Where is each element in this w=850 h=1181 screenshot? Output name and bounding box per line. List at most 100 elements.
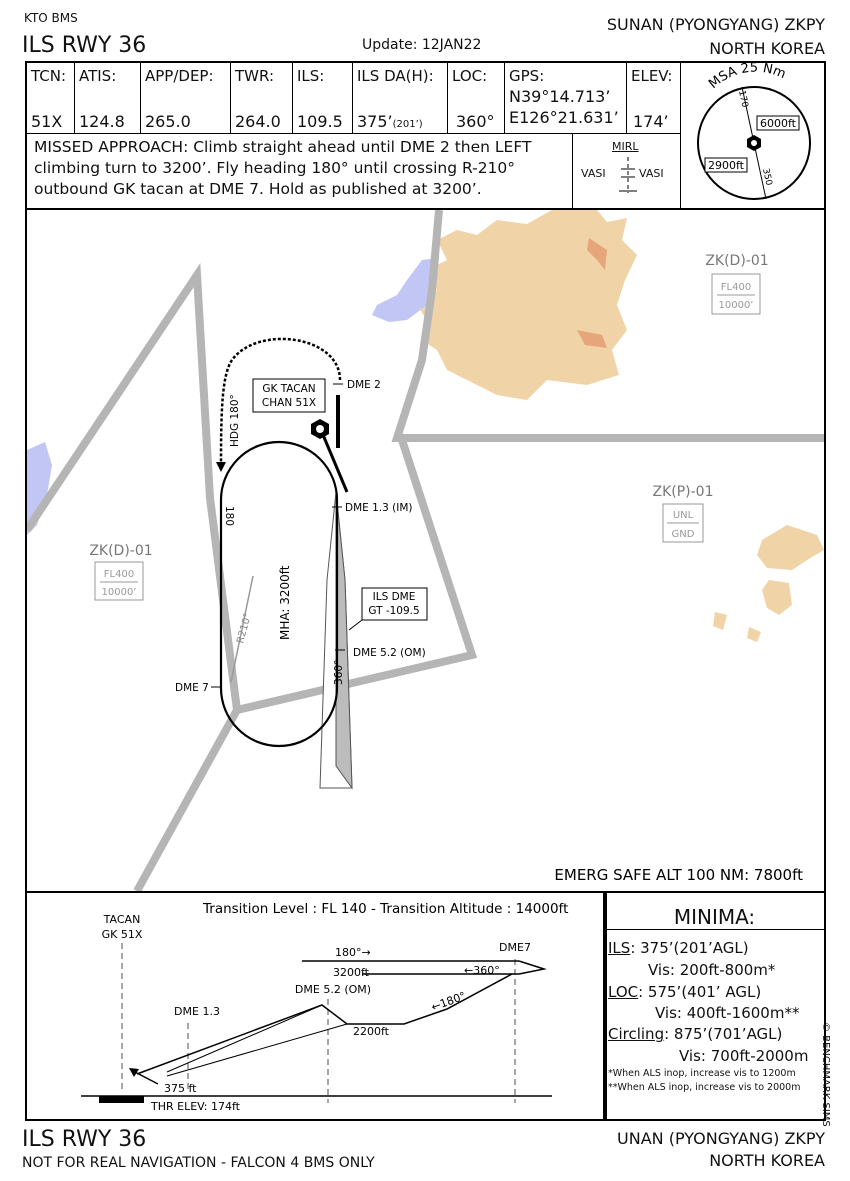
- missed-approach-path: [219, 337, 342, 466]
- tcn-value: 51X: [31, 112, 63, 131]
- msa-alt-low-box: [704, 157, 748, 173]
- ils-box: [361, 587, 428, 621]
- profile-glideslope-upper: [166, 1004, 323, 1073]
- tcn-label: TCN:: [31, 67, 67, 85]
- zone-e-top: UNL: [673, 510, 694, 521]
- holding-pattern: [219, 440, 339, 748]
- dme7-label: DME 7: [175, 682, 209, 694]
- msa-diagram: MSA 25 Nm 170 350 6000ft 2900ft: [697, 61, 811, 200]
- profile-runway: [99, 1096, 144, 1103]
- tcn-cell: TCN: 51X: [27, 63, 75, 133]
- ils-box-leader: [348, 619, 363, 631]
- footer-disclaimer: NOT FOR REAL NAVIGATION - FALCON 4 BMS O…: [22, 1155, 375, 1171]
- footer-procedure: ILS RWY 36: [22, 1127, 147, 1152]
- airspace-boundary-3: [27, 262, 241, 711]
- emergency-safe-altitude: EMERG SAFE ALT 100 NM: 7800ft: [554, 866, 803, 884]
- minima-circling: Circling: 875’(701’AGL): [608, 1025, 782, 1043]
- profile-dme7-label: DME7: [499, 941, 531, 954]
- airport-name: SUNAN (PYONGYANG) ZKPY: [606, 15, 825, 34]
- msa-alt-high: 6000ft: [760, 117, 797, 130]
- zone-ne-box: [711, 273, 761, 315]
- airspace-boundary-2: [133, 438, 478, 891]
- tacan-icon: [311, 419, 329, 439]
- msa-bearing-350: 350: [760, 168, 773, 187]
- elev-cell: ELEV: 174’: [627, 63, 680, 133]
- vasi-left-label: VASI: [581, 167, 606, 180]
- profile-missed-arrow-icon: [129, 1068, 139, 1077]
- missed-approach-line1: MISSED APPROACH: Climb straight ahead un…: [34, 138, 532, 156]
- profile-view: Transition Level : FL 140 - Transition A…: [25, 891, 607, 1121]
- msa-divider-170: [741, 86, 755, 144]
- tacan-box: [252, 378, 326, 413]
- ils-label: ILS:: [297, 67, 325, 85]
- ils-box-line1: ILS DME: [373, 591, 416, 603]
- terrain-east-4: [747, 627, 761, 642]
- ilsda-cell: ILS DA(H): 375’(201’): [353, 63, 448, 133]
- profile-descent: [136, 973, 513, 1075]
- mirl-label: MIRL: [612, 140, 639, 153]
- missed-approach-line2: climbing turn to 3200’. Fly heading 180°…: [34, 159, 516, 177]
- zone-e-box: [662, 503, 704, 543]
- radial-210-line: [230, 575, 254, 683]
- ilsda-value: 375’(201’): [357, 112, 423, 131]
- zone-nw-box: [94, 561, 144, 601]
- msa-circle: [697, 86, 811, 200]
- minima-ils-label: ILS: [608, 939, 631, 957]
- water-north: [372, 258, 439, 322]
- terrain-east-3: [713, 612, 727, 630]
- appdep-value: 265.0: [145, 112, 191, 131]
- frequency-row: TCN: 51X ATIS: 124.8 APP/DEP: 265.0 TWR:…: [27, 63, 680, 134]
- footer-country: NORTH KOREA: [709, 1151, 825, 1170]
- profile-hold-in-label: ←360°: [464, 964, 500, 977]
- profile-missed-arrow: [132, 1070, 159, 1085]
- procedure-title: ILS RWY 36: [22, 33, 147, 58]
- twr-value: 264.0: [235, 112, 281, 131]
- airspace-boundary: [391, 210, 824, 442]
- msa-bearing-170: 170: [736, 90, 749, 109]
- outbound-course-label: 180: [223, 506, 235, 526]
- r210-label: R210°: [235, 612, 254, 645]
- gps-label: GPS:: [509, 67, 545, 85]
- missed-approach-arrow-icon: [216, 462, 226, 472]
- minima-circling-value: : 875’(701’AGL): [664, 1025, 783, 1043]
- zone-ne-name: ZK(D)-01: [705, 253, 768, 269]
- gps-lon: E126°21.631’: [509, 108, 619, 127]
- minima-ils: ILS: 375’(201’AGL): [608, 939, 749, 957]
- missed-approach-line3: outbound GK tacan at DME 7. Hold as publ…: [34, 180, 482, 198]
- terrain-east-1: [757, 525, 824, 570]
- elev-label: ELEV:: [631, 67, 673, 85]
- loc-label: LOC:: [452, 67, 488, 85]
- lighting-box: MIRL VASI VASI: [572, 133, 681, 210]
- zone-e-bottom: GND: [672, 529, 695, 540]
- msa-divider-350: [753, 142, 767, 200]
- minima-loc-value: : 575’(401’ AGL): [638, 983, 762, 1001]
- mha-label: MHA: 3200ft: [278, 565, 292, 640]
- tacan-radial-line: [319, 429, 349, 493]
- minima-loc-vis: Vis: 400ft-1600m**: [655, 1004, 800, 1022]
- inbound-course-label: 360°: [333, 660, 345, 685]
- ils-cell: ILS: 109.5: [293, 63, 353, 133]
- minima-divider: [605, 929, 824, 930]
- profile-tacan-label2: GK 51X: [102, 928, 143, 941]
- minima-ils-vis: Vis: 200ft-800m*: [648, 961, 776, 979]
- ilsda-height: (201’): [392, 119, 423, 130]
- ilsda-label: ILS DA(H):: [357, 67, 434, 85]
- chart-source: KTO BMS: [24, 11, 78, 25]
- profile-dme52-label: DME 5.2 (OM): [295, 983, 371, 996]
- profile-tacan-label1: TACAN: [103, 913, 141, 926]
- terrain-north: [417, 210, 637, 400]
- profile-diagram: Transition Level : FL 140 - Transition A…: [81, 901, 568, 1113]
- profile-hold-turn: [518, 960, 547, 975]
- plan-view-map: ZK(D)-01 FL400 10000’ ZK(P)-01 UNL GND Z…: [27, 210, 824, 891]
- minima-note1: *When ALS inop, increase vis to 1200m: [608, 1068, 796, 1079]
- zone-nw-bottom: 10000’: [102, 587, 137, 598]
- minima-note2: **When ALS inop, increase vis to 2000m: [608, 1082, 801, 1093]
- localizer-feather-dark: [335, 491, 353, 790]
- dme13-label: DME 1.3 (IM): [345, 502, 413, 514]
- ils-box-line2: GT -109.5: [368, 605, 419, 617]
- minima-circling-vis: Vis: 700ft-2000m: [679, 1047, 809, 1065]
- copyright: © BENCHMARK SIMS: [820, 1022, 831, 1127]
- ils-value: 109.5: [297, 112, 343, 131]
- terrain-peak-2: [577, 330, 607, 348]
- info-strip: TCN: 51X ATIS: 124.8 APP/DEP: 265.0 TWR:…: [25, 61, 826, 210]
